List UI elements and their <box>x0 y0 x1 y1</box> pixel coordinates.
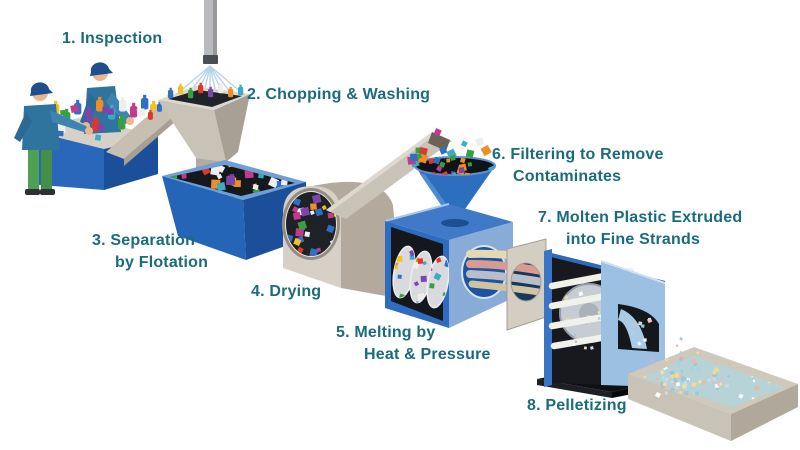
step-6-line1: 6. Filtering to Remove <box>492 146 664 163</box>
step-5-line1: 5. Melting by <box>336 324 436 341</box>
step-3-line2: by Flotation <box>115 254 209 271</box>
cap-icon <box>90 62 113 76</box>
step-1-label: 1. Inspection <box>62 28 162 50</box>
step-7-line2: into Fine Strands <box>566 231 701 248</box>
melt-screw-discs <box>390 245 453 310</box>
step-1-line1: 1. Inspection <box>62 30 163 47</box>
step-5-label: 5. Melting by Heat & Pressure <box>336 322 491 366</box>
tank-front <box>162 176 246 260</box>
hopper-front <box>158 100 226 162</box>
worker-left <box>14 82 93 195</box>
cap-icon <box>30 82 53 96</box>
step-2-line1: 2. Chopping & Washing <box>247 86 431 103</box>
step-8-label: 8. Pelletizing <box>527 395 627 417</box>
dryer-window <box>286 192 336 256</box>
pellet-stream <box>651 337 702 398</box>
inspection-station <box>14 62 184 195</box>
step-7-line1: 7. Molten Plastic Extruded <box>538 209 743 226</box>
step-6-label: 6. Filtering to Remove Contaminates <box>492 144 664 188</box>
conveyor-ramp <box>106 100 184 159</box>
pellet-tray <box>628 347 798 441</box>
step-5-line2: Heat & Pressure <box>364 346 491 363</box>
flotation-tank <box>162 160 308 260</box>
worker-right <box>80 62 134 134</box>
bottles-in-hopper <box>168 82 244 99</box>
filter-funnel <box>407 128 496 222</box>
funnel-cone <box>415 166 495 212</box>
step-8-line1: 8. Pelletizing <box>527 397 627 414</box>
step-6-line2: Contaminates <box>513 168 622 185</box>
step-3-label: 3. Separation by Flotation <box>92 230 208 274</box>
step-3-line1: 3. Separation <box>92 232 196 249</box>
step-7-label: 7. Molten Plastic Extruded into Fine Str… <box>538 207 742 251</box>
spray-nozzle <box>203 55 218 64</box>
flakes-spilling <box>407 128 492 168</box>
pellet-chute <box>618 309 647 349</box>
pelletizer <box>537 249 683 398</box>
step-4-line1: 4. Drying <box>251 283 322 300</box>
step-4-label: 4. Drying <box>251 281 321 303</box>
step-2-label: 2. Chopping & Washing <box>247 84 430 106</box>
